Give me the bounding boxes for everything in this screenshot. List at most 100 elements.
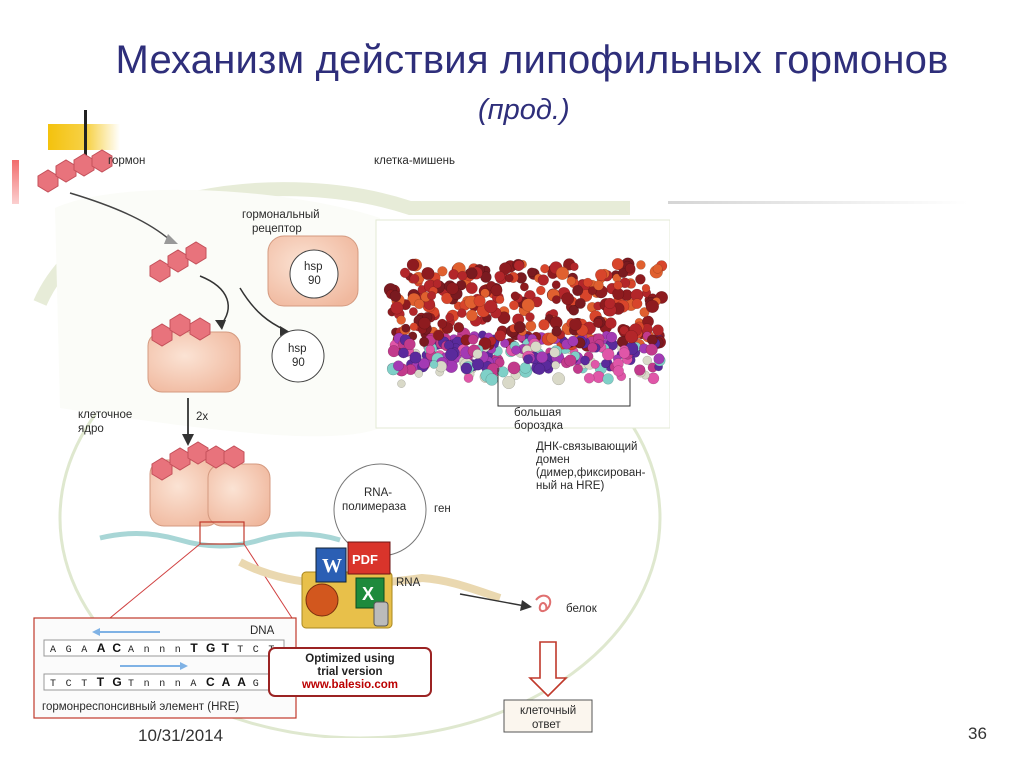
svg-text:X: X: [362, 584, 374, 604]
atom-sphere: [484, 300, 497, 313]
atom-sphere: [464, 373, 473, 382]
atom-sphere: [473, 349, 482, 358]
atom-sphere: [568, 336, 578, 346]
atom-sphere: [567, 276, 576, 285]
atom-sphere: [445, 348, 457, 360]
atom-sphere: [562, 293, 574, 305]
trial-watermark: Optimized using trial version www.balesi…: [268, 647, 432, 697]
atom-sphere: [438, 266, 448, 276]
atom-sphere: [410, 274, 419, 283]
atom-sphere: [438, 319, 447, 328]
atom-sphere: [391, 302, 404, 315]
sequence-letter: n: [175, 645, 181, 656]
atom-sphere: [495, 330, 506, 341]
sequence-letter: C: [66, 679, 72, 690]
atom-sphere: [594, 318, 603, 327]
atom-sphere: [593, 371, 605, 383]
cell-body: [55, 190, 380, 436]
sequence-letter: n: [175, 679, 181, 690]
watermark-line-2: trial version: [270, 666, 430, 679]
sequence-letter: G: [66, 645, 72, 656]
atom-sphere: [573, 364, 583, 374]
hre-label: гормонреспонсивный элемент (HRE): [42, 701, 239, 713]
sequence-letter: n: [159, 645, 165, 656]
sequence-letter: T: [237, 645, 243, 656]
atom-sphere: [625, 330, 638, 343]
sequence-letter: T: [190, 641, 198, 655]
atom-sphere: [635, 274, 645, 284]
atom-sphere: [496, 295, 504, 303]
atom-sphere: [536, 286, 545, 295]
sequence-letter: G: [253, 679, 259, 690]
sequence-letter: C: [253, 645, 259, 656]
protein-coil: [536, 596, 550, 611]
groove-label: большая: [514, 407, 561, 419]
atom-sphere: [422, 267, 435, 280]
atom-sphere: [552, 296, 560, 304]
atom-sphere: [565, 355, 577, 367]
hormone-molecule: [38, 150, 112, 192]
zip-icon: [374, 602, 388, 626]
svg-text:hsp: hsp: [304, 261, 323, 273]
svg-text:hsp: hsp: [288, 343, 307, 355]
atom-sphere: [512, 346, 521, 355]
atom-sphere: [604, 298, 615, 309]
atom-sphere: [415, 370, 423, 378]
atom-sphere: [486, 374, 498, 386]
domain-label-3: (димер,фиксирован-: [536, 467, 646, 479]
hsp90-free: [272, 330, 324, 382]
sequence-letter: A: [222, 675, 231, 689]
atom-sphere: [654, 354, 665, 365]
atom-sphere: [605, 318, 616, 329]
slide-page-number: 36: [968, 724, 987, 744]
sequence-letter: G: [112, 675, 121, 689]
atom-sphere: [552, 361, 560, 369]
atom-sphere: [552, 281, 560, 289]
atom-sphere: [520, 283, 528, 291]
atom-sphere: [606, 332, 617, 343]
atom-sphere: [446, 313, 454, 321]
sequence-letter: T: [222, 641, 230, 655]
atom-sphere: [400, 268, 410, 278]
atom-sphere: [433, 280, 442, 289]
file-icons-cluster: W PDF X: [302, 542, 392, 628]
atom-sphere: [603, 374, 614, 385]
hsp90-bound: [290, 250, 338, 298]
watermark-url: www.balesio.com: [270, 679, 430, 692]
receptor-label: гормональный: [242, 209, 320, 221]
atom-sphere: [419, 337, 429, 347]
atom-sphere: [447, 283, 459, 295]
svg-text:W: W: [322, 555, 342, 577]
atom-sphere: [552, 373, 564, 385]
rna-label: RNA: [396, 577, 421, 589]
sequence-letter: n: [159, 679, 165, 690]
atom-sphere: [539, 319, 550, 330]
domain-label-2: домен: [536, 454, 570, 466]
atom-sphere: [642, 284, 650, 292]
atom-sphere: [505, 274, 513, 282]
atom-sphere: [591, 360, 600, 369]
slide-date: 10/31/2014: [138, 726, 223, 746]
atom-sphere: [581, 356, 590, 365]
atom-sphere: [434, 330, 444, 340]
atom-sphere: [390, 291, 401, 302]
atom-sphere: [461, 363, 472, 374]
sequence-letter: T: [81, 679, 87, 690]
atom-sphere: [531, 341, 542, 352]
atom-sphere: [522, 299, 535, 312]
atom-sphere: [613, 366, 624, 377]
atom-sphere: [457, 309, 466, 318]
atom-sphere: [414, 299, 424, 309]
sequence-letter: G: [206, 641, 215, 655]
atom-sphere: [625, 263, 635, 273]
slide-title: Механизм действия липофильных гормонов: [0, 38, 1024, 83]
target-cell-label: клетка-мишень: [374, 155, 455, 167]
atom-sphere: [491, 285, 502, 296]
atom-sphere: [526, 313, 535, 322]
dimer-label: 2x: [196, 411, 208, 423]
atom-sphere: [458, 271, 467, 280]
atom-sphere: [466, 310, 477, 321]
atom-sphere: [552, 327, 562, 337]
atom-sphere: [646, 344, 658, 356]
atom-sphere: [588, 343, 598, 353]
